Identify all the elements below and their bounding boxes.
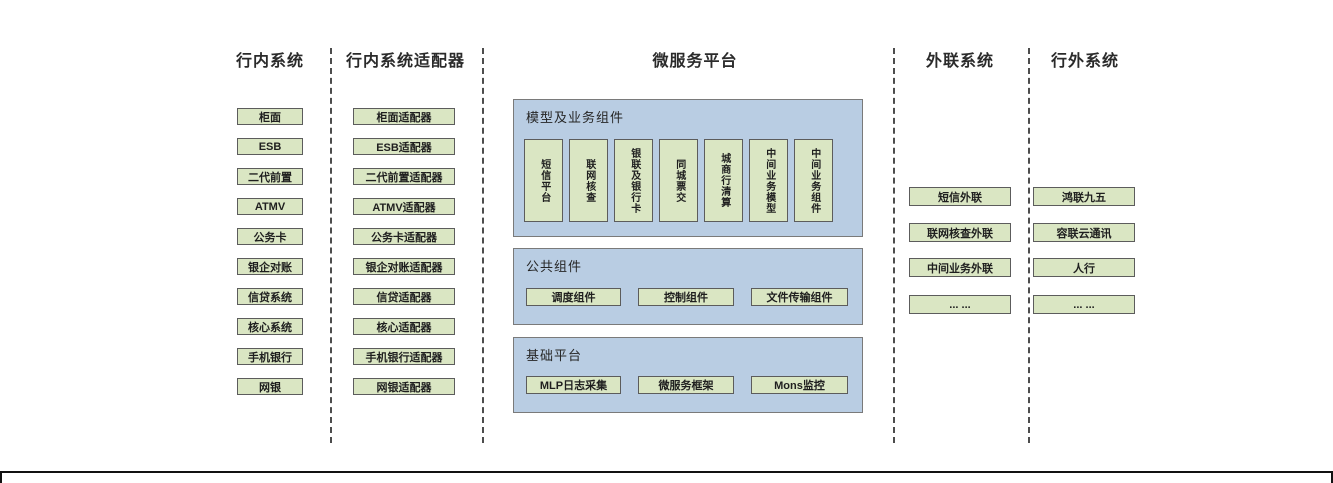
external-system-box: 容联云通讯 — [1033, 223, 1135, 242]
external-link-box: ... ... — [909, 295, 1011, 314]
model-component-box: 短信平台 — [524, 139, 563, 222]
model-component-box: 同城票交 — [659, 139, 698, 222]
page-bottom-rule-right-edge — [1331, 471, 1333, 483]
external-system-box: ... ... — [1033, 295, 1135, 314]
internal-system-box: 银企对账 — [237, 258, 303, 275]
adapter-box: 核心适配器 — [353, 318, 455, 335]
internal-system-box: ATMV — [237, 198, 303, 215]
base-platform-box: 微服务框架 — [638, 376, 734, 394]
external-system-box: 人行 — [1033, 258, 1135, 277]
base-platform-box: MLP日志采集 — [526, 376, 621, 394]
panel-common-components: 公共组件 调度组件控制组件文件传输组件 — [513, 248, 863, 325]
external-link-box: 联网核查外联 — [909, 223, 1011, 242]
panel-label: 模型及业务组件 — [526, 110, 625, 125]
page-bottom-rule-left-edge — [0, 471, 2, 483]
adapter-box: 公务卡适配器 — [353, 228, 455, 245]
adapter-box: 网银适配器 — [353, 378, 455, 395]
adapter-box: 手机银行适配器 — [353, 348, 455, 365]
external-link-box: 中间业务外联 — [909, 258, 1011, 277]
model-component-box: 中间业务模型 — [749, 139, 788, 222]
adapter-box: 银企对账适配器 — [353, 258, 455, 275]
column-title-internal-adapters: 行内系统适配器 — [345, 53, 465, 70]
column-title-external-link-systems: 外联系统 — [925, 53, 994, 70]
dashed-divider-1 — [330, 48, 332, 443]
model-component-box: 中间业务组件 — [794, 139, 833, 222]
internal-system-box: 核心系统 — [237, 318, 303, 335]
adapter-box: 柜面适配器 — [353, 108, 455, 125]
column-title-internal-systems: 行内系统 — [235, 53, 304, 70]
common-component-box: 调度组件 — [526, 288, 621, 306]
panel-model-business-components: 模型及业务组件 短信平台联网核查银联及银行卡同城票交城商行清算中间业务模型中间业… — [513, 99, 863, 237]
internal-system-box: 二代前置 — [237, 168, 303, 185]
dashed-divider-3 — [893, 48, 895, 443]
internal-system-box: 手机银行 — [237, 348, 303, 365]
internal-system-box: 信贷系统 — [237, 288, 303, 305]
column-title-microservice-platform: 微服务平台 — [652, 53, 738, 70]
internal-system-box: 公务卡 — [237, 228, 303, 245]
adapter-box: ESB适配器 — [353, 138, 455, 155]
internal-system-box: 柜面 — [237, 108, 303, 125]
page-bottom-rule — [0, 471, 1333, 473]
model-component-box: 银联及银行卡 — [614, 139, 653, 222]
external-system-box: 鸿联九五 — [1033, 187, 1135, 206]
adapter-box: 信贷适配器 — [353, 288, 455, 305]
dashed-divider-4 — [1028, 48, 1030, 443]
internal-system-box: ESB — [237, 138, 303, 155]
panel-label: 基础平台 — [526, 348, 583, 363]
base-platform-box: Mons监控 — [751, 376, 848, 394]
adapter-box: 二代前置适配器 — [353, 168, 455, 185]
model-component-box: 联网核查 — [569, 139, 608, 222]
internal-system-box: 网银 — [237, 378, 303, 395]
common-component-box: 控制组件 — [638, 288, 734, 306]
panel-base-platform: 基础平台 MLP日志采集微服务框架 Mons监控 — [513, 337, 863, 413]
column-title-external-systems: 行外系统 — [1050, 53, 1119, 70]
panel-label: 公共组件 — [526, 259, 583, 274]
external-link-box: 短信外联 — [909, 187, 1011, 206]
model-component-box: 城商行清算 — [704, 139, 743, 222]
adapter-box: ATMV适配器 — [353, 198, 455, 215]
dashed-divider-2 — [482, 48, 484, 443]
common-component-box: 文件传输组件 — [751, 288, 848, 306]
